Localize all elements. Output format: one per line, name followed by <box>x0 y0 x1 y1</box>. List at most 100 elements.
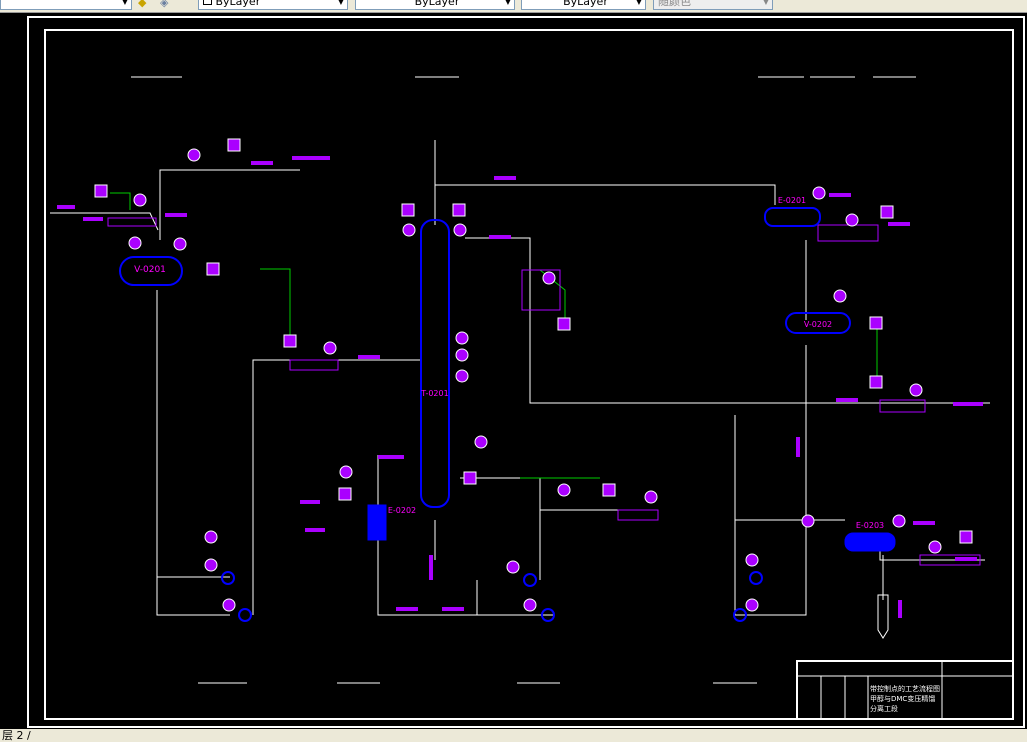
pid-drawing: V-0201 T-0201 E-0201 V-0202 E-0202 E-020… <box>27 16 1025 728</box>
instrument-bubble-icon <box>323 341 337 355</box>
color-dropdown[interactable]: ByLayer ▼ <box>198 0 348 10</box>
instrument-bubble-icon <box>474 435 488 449</box>
instrument-bubble-icon <box>801 514 815 528</box>
controller-box-icon <box>557 317 571 331</box>
chevron-down-icon: ▼ <box>635 0 642 6</box>
linetype-value: ByLayer <box>414 0 460 8</box>
tag-bar <box>796 437 800 457</box>
vessel-v0201[interactable]: V-0201 <box>119 256 183 286</box>
controller-box-icon <box>401 203 415 217</box>
controller-box-icon <box>283 334 297 348</box>
tag-bar <box>83 217 103 221</box>
plotstyle-dropdown[interactable]: 随颜色▼ <box>653 0 773 10</box>
instrument-bubble-icon <box>644 490 658 504</box>
chevron-down-icon: ▼ <box>762 0 769 6</box>
drawing-canvas[interactable]: V-0201 T-0201 E-0201 V-0202 E-0202 E-020… <box>0 13 1027 729</box>
instrument-bubble-icon <box>928 540 942 554</box>
sheet-border-outer <box>27 16 1025 728</box>
tag-bar <box>57 205 75 209</box>
instrument-bubble-icon <box>133 193 147 207</box>
lineweight-value: ByLayer <box>563 0 608 8</box>
title-block: 带控制点的工艺流程图 甲醇与DMC变压精馏 分离工段 <box>796 660 1014 720</box>
tag-bar <box>913 521 935 525</box>
instrument-bubble-icon <box>523 598 537 612</box>
instrument-bubble-icon <box>455 369 469 383</box>
properties-toolbar: ▼ ◆ ◈ ByLayer ▼ ByLayer ▼ ByLayer ▼ 随颜色▼ <box>0 0 1027 13</box>
instrument-bubble-icon <box>745 598 759 612</box>
color-value: ByLayer <box>215 0 261 8</box>
controller-box-icon <box>463 471 477 485</box>
chevron-down-icon: ▼ <box>504 0 511 6</box>
instrument-bubble-icon <box>204 558 218 572</box>
instrument-bubble-icon <box>173 237 187 251</box>
label-v0202: V-0202 <box>804 320 832 329</box>
sheet-border-inner <box>44 29 1014 720</box>
instrument-bubble-icon <box>402 223 416 237</box>
tag-bar <box>442 607 464 611</box>
controller-box-icon <box>602 483 616 497</box>
label-e0201: E-0201 <box>778 196 806 205</box>
lineweight-dropdown[interactable]: ByLayer ▼ <box>521 0 646 10</box>
exchanger-e0203[interactable]: E-0203 <box>844 521 896 552</box>
controller-box-icon <box>227 138 241 152</box>
instrument-bubble-icon <box>128 236 142 250</box>
instrument-bubble-icon <box>557 483 571 497</box>
tag-bar <box>292 156 330 160</box>
controller-box-icon <box>869 316 883 330</box>
product-tank <box>877 594 889 639</box>
controller-box-icon <box>880 205 894 219</box>
title-line-2: 甲醇与DMC变压精馏 <box>870 694 935 703</box>
tag-bar <box>836 398 858 402</box>
header-labels <box>131 76 916 684</box>
layer-dropdown[interactable]: ▼ <box>0 0 132 10</box>
exchanger-e0201[interactable]: E-0201 <box>764 196 821 227</box>
controller-box-icon <box>94 184 108 198</box>
exchanger-e0202[interactable]: E-0202 <box>367 504 416 541</box>
tag-bar <box>898 600 902 618</box>
instrument-bubble-icon <box>339 465 353 479</box>
controller-box-icon <box>869 375 883 389</box>
layer-previous-icon[interactable]: ◈ <box>160 0 169 9</box>
instrument-bubble-icon <box>845 213 859 227</box>
tag-bar <box>305 528 325 532</box>
controller-box-icon <box>206 262 220 276</box>
tag-bar <box>251 161 273 165</box>
instrument-lines <box>107 217 981 566</box>
status-text: 层 2 / <box>2 729 31 742</box>
instrument-bubble-icon <box>542 271 556 285</box>
controller-box-icon <box>452 203 466 217</box>
instrument-bubble-icon <box>833 289 847 303</box>
instrument-bubble-icon <box>204 530 218 544</box>
column-t0201[interactable]: T-0201 <box>420 219 450 508</box>
label-v0201: V-0201 <box>134 265 166 275</box>
linetype-dropdown[interactable]: ByLayer ▼ <box>355 0 515 10</box>
tag-bar <box>955 557 977 561</box>
label-e0202: E-0202 <box>388 506 416 515</box>
vessel-v0202[interactable]: V-0202 <box>785 312 851 334</box>
title-line-1: 带控制点的工艺流程图 <box>870 684 940 693</box>
tag-bar <box>494 176 516 180</box>
instrument-bubbles <box>94 138 973 612</box>
tag-bar <box>300 500 320 504</box>
instrument-bubble-icon <box>187 148 201 162</box>
instrument-bubble-icon <box>909 383 923 397</box>
instrument-bubble-icon <box>506 560 520 574</box>
chevron-down-icon: ▼ <box>337 0 344 6</box>
instrument-bubble-icon <box>745 553 759 567</box>
status-bar: 层 2 / <box>0 729 1027 742</box>
instrument-bubble-icon <box>812 186 826 200</box>
color-swatch-icon <box>203 0 212 5</box>
tag-bar <box>953 402 983 406</box>
controller-box-icon <box>338 487 352 501</box>
instrument-bubble-icon <box>892 514 906 528</box>
controller-box-icon <box>959 530 973 544</box>
tag-bar <box>888 222 910 226</box>
layer-manager-icon[interactable]: ◆ <box>138 0 147 9</box>
label-e0203: E-0203 <box>856 521 884 530</box>
title-line-3: 分离工段 <box>870 704 898 713</box>
tag-bar <box>489 235 511 239</box>
chevron-down-icon: ▼ <box>121 0 128 6</box>
instrument-bubble-icon <box>455 331 469 345</box>
tag-bar <box>829 193 851 197</box>
tag-bar <box>378 455 404 459</box>
